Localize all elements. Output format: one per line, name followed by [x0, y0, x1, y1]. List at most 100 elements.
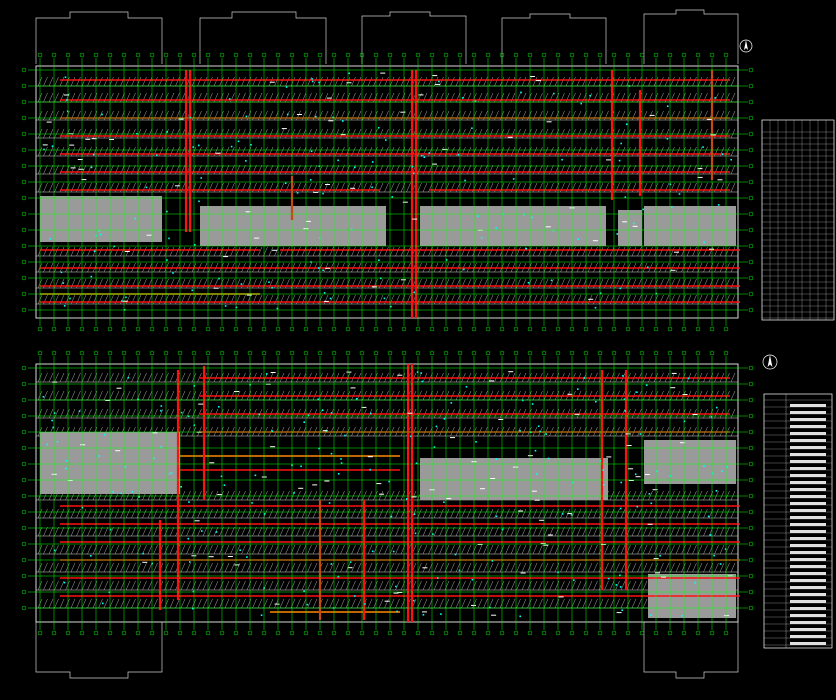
grid-bubble	[93, 52, 99, 58]
pipe-size-label	[325, 267, 331, 269]
grid-bubble	[748, 307, 754, 313]
sprinkler-head	[536, 473, 538, 475]
grid-bubble	[359, 630, 365, 636]
sprinkler-head	[619, 574, 621, 577]
sprinkler-head	[160, 409, 162, 412]
pipe-size-label	[326, 97, 332, 99]
grid-bubble	[205, 326, 211, 332]
sprinkler-head	[66, 110, 69, 113]
sprinkler-head	[284, 182, 287, 184]
sprinkler-head	[168, 237, 170, 240]
sprinkler-head	[602, 484, 605, 486]
grid-bubble	[527, 630, 533, 636]
grid-bubble	[37, 630, 43, 636]
grid-bubble	[317, 326, 323, 332]
sprinkler-head	[63, 581, 66, 584]
legend-text-block	[790, 642, 826, 645]
grid-bubble	[65, 630, 71, 636]
pipe-size-label	[679, 442, 685, 444]
sprinkler-head	[709, 534, 712, 536]
sprinkler-head	[220, 475, 223, 478]
sprinkler-head	[636, 391, 638, 393]
grid-bubble	[748, 445, 754, 451]
grid-bubble	[21, 83, 27, 89]
sprinkler-head	[193, 424, 196, 426]
sprinkler-head	[445, 259, 448, 261]
sprinkler-head	[332, 116, 334, 119]
sprinkler-head	[329, 297, 332, 300]
sprinkler-head	[520, 91, 522, 94]
lower-axis-grid	[21, 350, 754, 636]
sprinkler-head	[390, 305, 392, 308]
grid-bubble	[373, 350, 379, 356]
sprinkler-head	[495, 515, 498, 518]
pipe-size-label	[227, 556, 233, 557]
grid-bubble	[21, 573, 27, 579]
sprinkler-head	[391, 196, 393, 198]
sprinkler-head	[369, 468, 371, 471]
sprinkler-head	[501, 528, 504, 531]
grid-bubble	[373, 630, 379, 636]
grid-bubble	[387, 326, 393, 332]
sprinkler-head	[328, 502, 331, 504]
sprinkler-head	[681, 615, 683, 617]
pipe-size-label	[215, 152, 221, 154]
sprinkler-head	[412, 172, 415, 175]
grid-bubble	[583, 630, 589, 636]
grid-bubble	[541, 52, 547, 58]
grid-bubble	[21, 275, 27, 281]
grid-bubble	[429, 350, 435, 356]
pipe-size-label	[546, 121, 552, 123]
pipe-size-label	[270, 372, 276, 373]
sprinkler-head	[166, 210, 168, 213]
grid-bubble	[569, 326, 575, 332]
pipe-size-label	[346, 82, 352, 84]
grid-bubble	[65, 350, 71, 356]
pipe-size-label	[340, 134, 346, 136]
sprinkler-head	[337, 575, 340, 578]
sprinkler-head	[69, 297, 71, 300]
grid-bubble	[219, 326, 225, 332]
grid-bubble	[359, 350, 365, 356]
grid-bubble	[748, 541, 754, 547]
grid-bubble	[748, 509, 754, 515]
pipe-size-label	[697, 168, 703, 170]
pipe-size-label	[724, 615, 730, 617]
sprinkler-head	[537, 425, 540, 427]
pipe-size-label	[411, 496, 417, 498]
sprinkler-head	[395, 585, 397, 588]
grid-bubble	[597, 630, 603, 636]
sprinkler-head	[51, 419, 53, 422]
sprinkler-head	[49, 238, 51, 240]
grid-bubble	[289, 350, 295, 356]
sprinkler-head	[523, 213, 525, 216]
grid-bubble	[373, 326, 379, 332]
grid-bubble	[107, 630, 113, 636]
pipe-size-label	[535, 80, 541, 82]
pipe-size-label	[124, 251, 130, 252]
legend-text-block	[790, 593, 826, 596]
grid-bubble	[401, 630, 407, 636]
grid-bubble	[247, 52, 253, 58]
legend-text-block	[790, 502, 826, 505]
grid-bubble	[387, 52, 393, 58]
grid-bubble	[107, 326, 113, 332]
sprinkler-head	[245, 115, 248, 118]
upper-axis-grid	[21, 52, 754, 332]
sprinkler-head	[134, 217, 136, 220]
grid-bubble	[471, 326, 477, 332]
grid-bubble	[21, 605, 27, 611]
pipe-size-label	[376, 483, 382, 485]
grid-bubble	[541, 630, 547, 636]
sprinkler-head	[471, 127, 473, 129]
sprinkler-head	[187, 537, 190, 540]
sprinkler-head	[615, 584, 618, 586]
sprinkler-head	[318, 447, 320, 450]
sprinkler-head	[350, 228, 353, 231]
sprinkler-head	[349, 561, 352, 563]
sprinkler-head	[90, 166, 93, 169]
sprinkler-head	[432, 533, 434, 535]
sprinkler-head	[462, 97, 464, 99]
pipe-size-label	[407, 412, 413, 414]
legend-text-block	[790, 551, 826, 554]
